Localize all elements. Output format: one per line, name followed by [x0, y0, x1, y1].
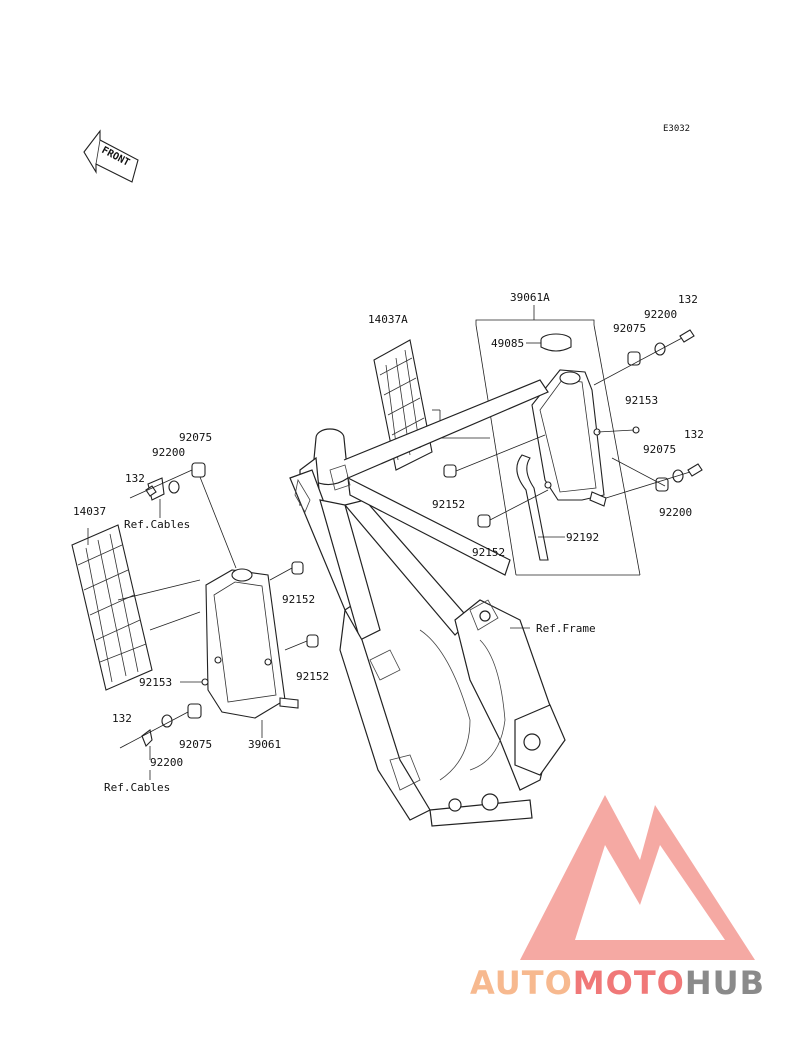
watermark-auto: AUTOMOTOHUB — [470, 964, 765, 1002]
collars-92152-right — [443, 434, 549, 528]
label-49085: 49085 — [491, 337, 524, 350]
label-39061: 39061 — [248, 738, 281, 751]
ref-cables-upper: Ref.Cables — [124, 518, 190, 531]
label-92075-left: 92075 — [179, 431, 212, 444]
label-14037: 14037 — [73, 505, 106, 518]
group-box-39061a — [475, 305, 641, 576]
label-92075-right: 92075 — [643, 443, 676, 456]
motorcycle-frame — [289, 379, 566, 827]
label-132-right: 132 — [684, 428, 704, 441]
hardware-top-left — [129, 462, 237, 569]
label-92192: 92192 — [566, 531, 599, 544]
label-92200-low: 92200 — [150, 756, 183, 769]
hardware-top-right — [593, 329, 695, 386]
radiator-cap-49085 — [526, 333, 572, 352]
watermark-logo-icon — [520, 795, 755, 960]
label-92075-low: 92075 — [179, 738, 212, 751]
label-92075-top: 92075 — [613, 322, 646, 335]
label-92200-right: 92200 — [659, 506, 692, 519]
right-radiator — [531, 369, 607, 507]
label-39061a: 39061A — [510, 291, 550, 304]
hardware-low-left — [119, 678, 209, 780]
left-radiator-grille — [71, 524, 201, 691]
label-132-top: 132 — [678, 293, 698, 306]
diagram-code: E3032 — [663, 124, 690, 134]
label-92152-upper: 92152 — [432, 498, 465, 511]
label-92200-top: 92200 — [644, 308, 677, 321]
label-92153-left: 92153 — [139, 676, 172, 689]
label-14037a: 14037A — [368, 313, 408, 326]
label-92153-right: 92153 — [625, 394, 658, 407]
ref-cables-lower: Ref.Cables — [104, 781, 170, 794]
collars-92152-left — [269, 561, 319, 651]
label-132-left: 132 — [125, 472, 145, 485]
left-radiator — [205, 568, 299, 738]
front-arrow-icon: FRONT — [83, 129, 139, 183]
label-92152-left-low: 92152 — [296, 670, 329, 683]
label-92152-mid: 92152 — [472, 546, 505, 559]
label-132-low: 132 — [112, 712, 132, 725]
label-92152-left: 92152 — [282, 593, 315, 606]
watermark-text: AUTOMOTOHUB — [470, 964, 765, 1002]
ref-frame: Ref.Frame — [536, 622, 596, 635]
label-92200-left: 92200 — [152, 446, 185, 459]
hose-92192 — [516, 454, 565, 561]
hardware-mid-right — [597, 426, 703, 499]
part-labels: 39061A 49085 14037A 92200 132 92075 9215… — [73, 291, 704, 794]
